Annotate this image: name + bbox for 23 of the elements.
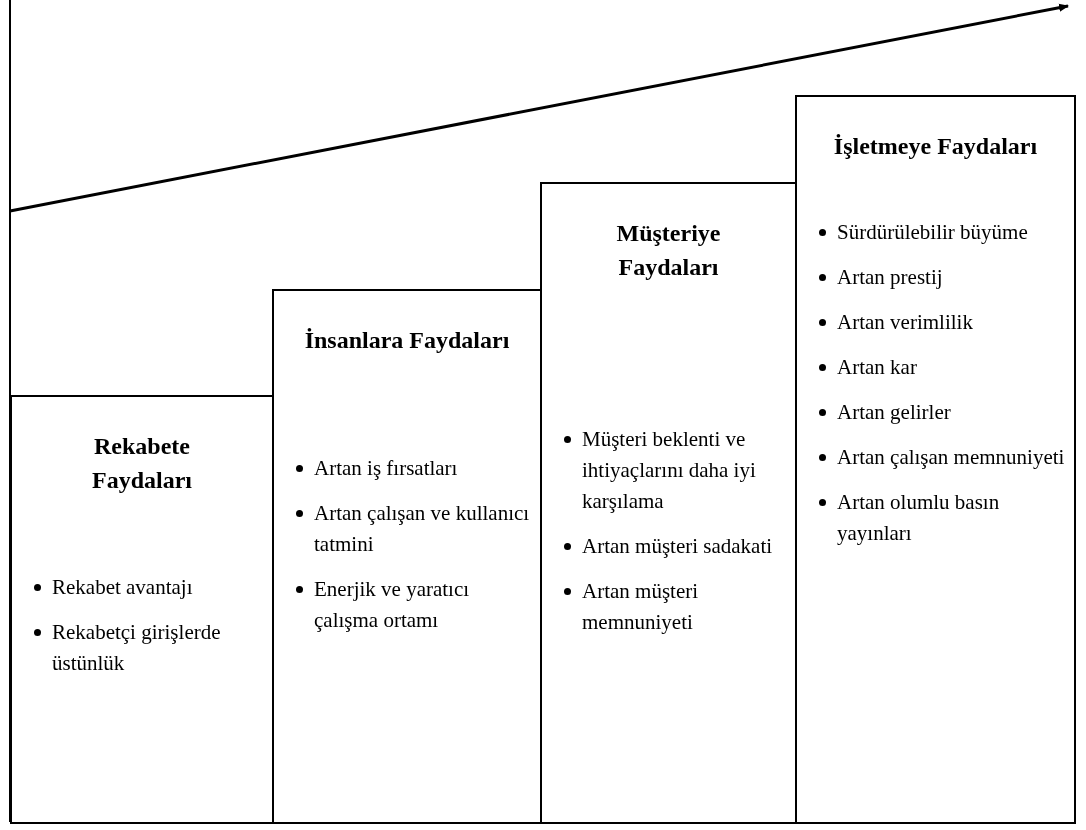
step-box bbox=[795, 95, 1076, 824]
bullet-text: Artan müşteri sadakati bbox=[582, 534, 773, 558]
bullet-text: Sürdürülebilir büyüme bbox=[837, 220, 1028, 244]
bullet-text: Artan prestij bbox=[837, 265, 943, 289]
bullet-text: Artan kar bbox=[837, 355, 917, 379]
bullet-text: Rekabet avantajı bbox=[52, 575, 193, 599]
box-heading: Müşteriye Faydaları bbox=[615, 219, 722, 282]
bullet-text: Enerjik ve yaratıcı çalışma ortamı bbox=[314, 577, 470, 632]
bullet-text: Artan olumlu basın yayınları bbox=[837, 490, 1000, 545]
bullet-text: Müşteri beklenti ve ihtiyaçlarını daha iyi karşılama bbox=[582, 427, 756, 513]
step-box bbox=[540, 182, 797, 824]
bullet-text: Artan verimlilik bbox=[837, 310, 973, 334]
step-box bbox=[272, 289, 542, 824]
bullet-text: Artan gelirler bbox=[837, 400, 951, 424]
bullet-text: Rekabetçi girişlerde üstünlük bbox=[52, 620, 221, 675]
box-heading: İnsanlara Faydaları bbox=[303, 326, 511, 355]
bullet-text: Artan çalışan memnuniyeti bbox=[837, 445, 1065, 469]
bullet-text: Artan iş fırsatları bbox=[314, 456, 458, 480]
step-box bbox=[10, 395, 274, 824]
box-heading: Rekabete Faydaları bbox=[91, 432, 193, 495]
box-heading: İşletmeye Faydaları bbox=[832, 132, 1039, 161]
bullet-text: Artan çalışan ve kullanıcı tatmini bbox=[314, 501, 530, 556]
bullet-text: Artan müşteri memnuniyeti bbox=[582, 579, 699, 634]
